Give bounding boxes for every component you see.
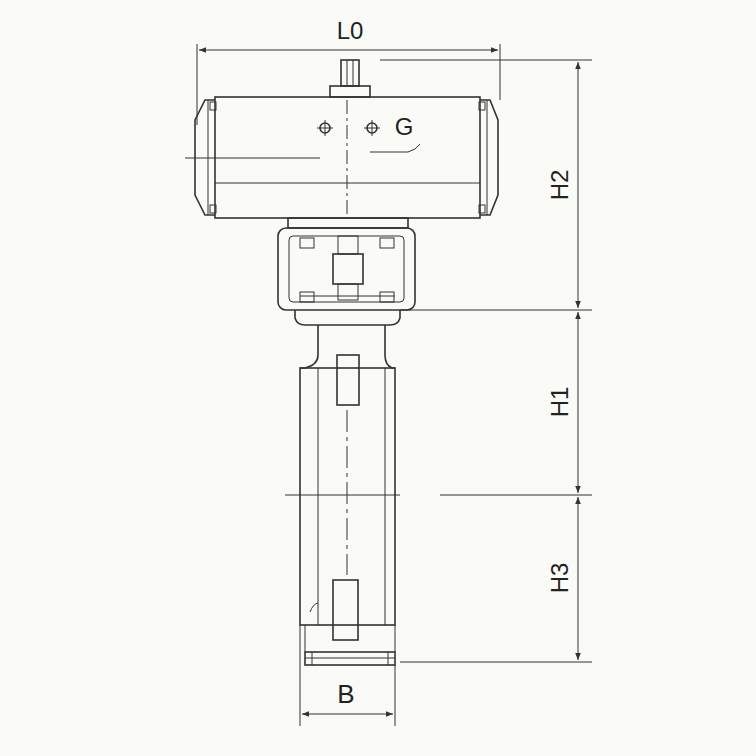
dimension-label: L0	[337, 19, 364, 43]
dimension-label: H3	[548, 563, 572, 594]
dimension-label: H1	[548, 387, 572, 418]
dimension-label: B	[337, 681, 354, 707]
port-label: G	[395, 115, 414, 139]
dimension-label: H2	[548, 170, 572, 201]
